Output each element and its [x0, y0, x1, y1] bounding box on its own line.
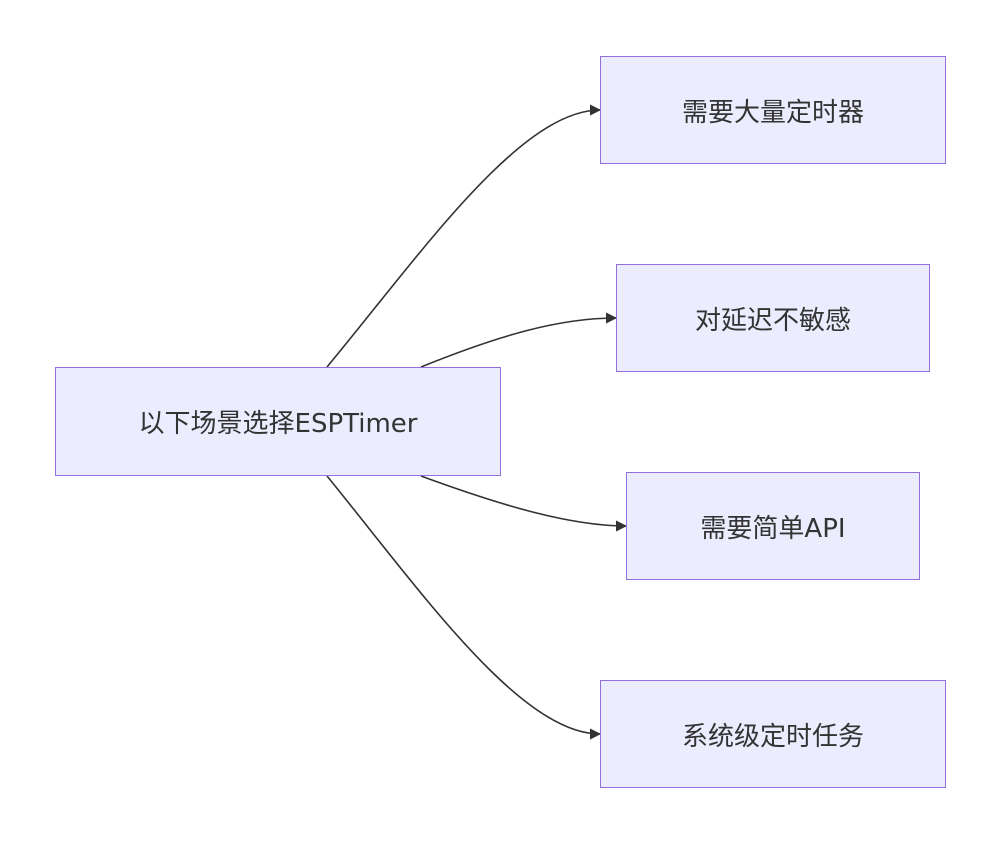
- node-latency-insensitive: 对延迟不敏感: [616, 264, 930, 372]
- node-many-timers: 需要大量定时器: [600, 56, 946, 164]
- node-system-timer-tasks: 系统级定时任务: [600, 680, 946, 788]
- edge-root-to-latency-insensitive: [420, 312, 618, 368]
- edge-root-to-simple-api: [420, 475, 628, 532]
- root-node: 以下场景选择ESPTimer: [55, 367, 501, 476]
- node-latency-insensitive-label: 对延迟不敏感: [694, 305, 851, 336]
- root-node-label: 以下场景选择ESPTimer: [138, 409, 418, 439]
- edge-root-to-system-timer-tasks: [326, 475, 602, 740]
- node-simple-api-label: 需要简单API: [700, 513, 846, 544]
- node-simple-api: 需要简单API: [626, 472, 920, 580]
- node-system-timer-tasks-label: 系统级定时任务: [681, 721, 864, 752]
- node-many-timers-label: 需要大量定时器: [681, 97, 864, 128]
- edge-root-to-many-timers: [326, 104, 602, 368]
